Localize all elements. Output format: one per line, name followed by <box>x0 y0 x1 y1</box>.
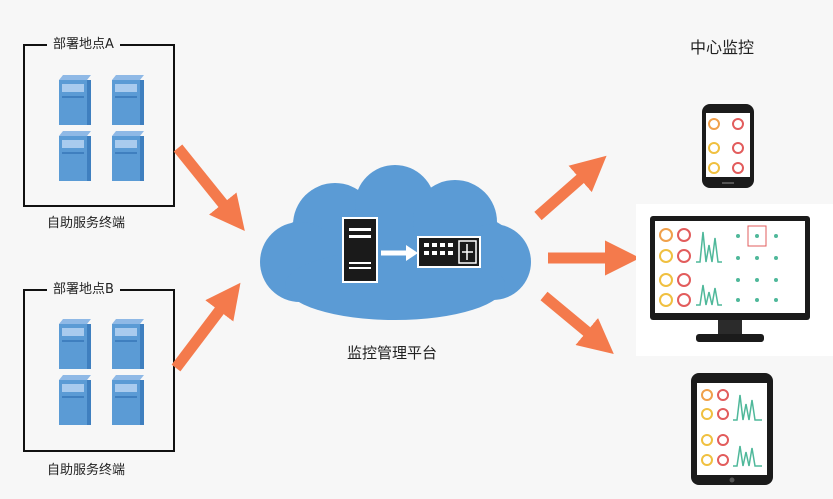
site-b-caption: 自助服务终端 <box>47 463 126 478</box>
cloud-icon <box>260 165 531 320</box>
kiosk-icon <box>59 75 91 125</box>
tablet-icon <box>691 373 773 485</box>
arrow-site-a-to-platform <box>173 144 245 231</box>
kiosk-icon <box>59 131 91 181</box>
desktop-monitor-icon <box>636 204 833 356</box>
kiosk-icon <box>112 131 144 181</box>
arrow-platform-to-tablet <box>540 291 614 354</box>
site-b-box: 部署地点B <box>23 280 175 452</box>
server-tower-icon <box>342 217 378 283</box>
kiosk-icon <box>112 319 144 369</box>
arrow-site-b-to-platform <box>171 282 241 372</box>
site-a-box: 部署地点A <box>23 35 175 207</box>
arrow-server-to-switch-head <box>406 245 418 261</box>
arrow-platform-to-phone <box>534 155 607 221</box>
platform-label: 监控管理平台 <box>347 344 438 362</box>
kiosk-icon <box>112 75 144 125</box>
center-monitoring-title: 中心监控 <box>690 38 755 57</box>
site-a-title: 部署地点A <box>47 35 120 55</box>
kiosk-icon <box>59 375 91 425</box>
network-switch-icon <box>417 236 481 268</box>
kiosk-icon <box>112 375 144 425</box>
smartphone-icon <box>702 104 754 188</box>
kiosk-icon <box>59 319 91 369</box>
site-b-title: 部署地点B <box>47 280 120 300</box>
site-a-caption: 自助服务终端 <box>47 216 126 231</box>
